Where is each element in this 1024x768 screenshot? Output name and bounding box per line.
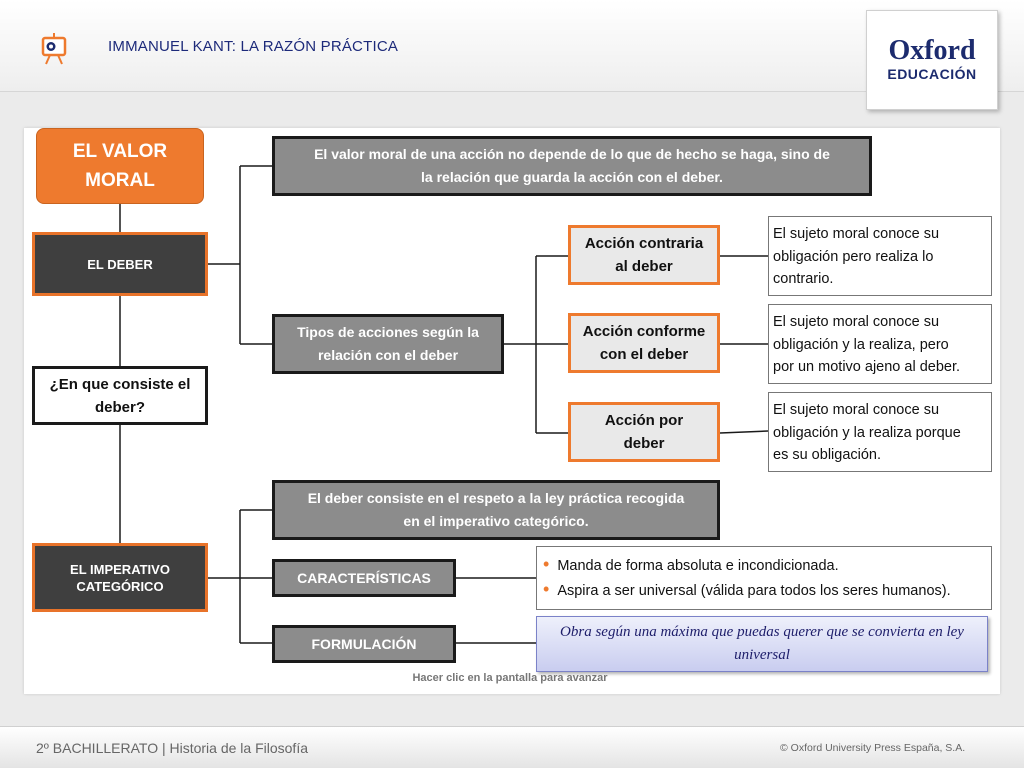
desc-por-deber-line2: obligación y la realiza porque [773,424,961,441]
desc-por-deber-line1: El sujeto moral conoce su [773,402,940,418]
desc-por-deber-line3: es su obligación. [773,447,882,463]
caracteristicas-list[interactable]: •Manda de forma absoluta e incondicionad… [536,546,992,610]
node-accion-contraria[interactable]: Acción contraria al deber [568,225,720,285]
accion-por-deber-line2: deber [623,435,665,452]
desc-accion-contraria[interactable]: El sujeto moral conoce su obligación per… [768,216,992,296]
node-valor-moral-line1: EL VALOR [72,141,168,162]
desc-contraria-line3: contrario. [773,271,834,287]
node-tipos-acciones[interactable]: Tipos de acciones según la relación con e… [272,314,504,374]
footer-copyright: © Oxford University Press España, S.A. [780,742,966,754]
desc-conforme-line3: por un motivo ajeno al deber. [773,359,961,375]
header-bar [0,0,1024,92]
node-el-deber[interactable]: EL DEBER [32,232,208,296]
list-item: •Aspira a ser universal (válida para tod… [543,578,951,599]
page-title: IMMANUEL KANT: LA RAZÓN PRÁCTICA [108,38,399,55]
oxford-logo: Oxford EDUCACIÓN [866,10,998,110]
accion-conforme-line2: con el deber [599,346,689,363]
formula-box[interactable]: Obra según una máxima que puedas querer … [536,616,988,672]
node-caracteristicas[interactable]: CARACTERÍSTICAS [272,559,456,597]
valor-description-line1: El valor moral de una acción no depende … [314,146,830,162]
node-accion-conforme[interactable]: Acción conforme con el deber [568,313,720,373]
desc-conforme-line1: El sujeto moral conoce su [773,314,940,330]
node-valor-description[interactable]: El valor moral de una acción no depende … [272,136,872,196]
node-respeto-ley[interactable]: El deber consiste en el respeto a la ley… [272,480,720,540]
node-pregunta-deber[interactable]: ¿En que consiste el deber? [32,366,208,425]
node-formulacion[interactable]: FORMULACIÓN [272,625,456,663]
bullet-icon: • [543,578,550,599]
node-accion-por-deber[interactable]: Acción por deber [568,402,720,462]
footer-bar [0,726,1024,768]
tipos-acciones-line1: Tipos de acciones según la [297,324,479,340]
tipos-acciones-line2: relación con el deber [317,347,459,363]
imperativo-line1: EL IMPERATIVO [70,561,170,577]
valor-description-line2: la relación que guarda la acción con el … [421,169,723,185]
desc-accion-conforme[interactable]: El sujeto moral conoce su obligación y l… [768,304,992,384]
pregunta-line1: ¿En que consiste el [49,375,191,393]
presentation-easel-icon [40,32,68,66]
bullet-icon: • [543,554,550,574]
formula-line1: Obra según una máxima que puedas querer … [560,624,964,640]
accion-contraria-line1: Acción contraria [584,235,704,252]
logo-text-oxford: Oxford [888,35,976,66]
list-item: •Manda de forma absoluta e incondicionad… [543,554,839,574]
caracteristicas-label: CARACTERÍSTICAS [297,569,431,586]
desc-contraria-line1: El sujeto moral conoce su [773,226,940,242]
node-valor-moral[interactable]: EL VALOR MORAL [36,128,204,204]
node-el-deber-label: EL DEBER [87,256,153,272]
node-valor-moral-line2: MORAL [85,170,155,191]
accion-contraria-line2: al deber [615,258,673,275]
desc-accion-por-deber[interactable]: El sujeto moral conoce su obligación y l… [768,392,992,472]
footer-course: 2º BACHILLERATO | Historia de la Filosof… [36,740,309,756]
respeto-line1: El deber consiste en el respeto a la ley… [307,490,685,506]
accion-por-deber-line1: Acción por [604,412,684,429]
respeto-line2: en el imperativo categórico. [403,513,589,529]
accion-conforme-line1: Acción conforme [582,323,706,340]
pregunta-line2: deber? [94,398,145,416]
desc-conforme-line2: obligación y la realiza, pero [773,336,949,353]
imperativo-line2: CATEGÓRICO [76,578,164,594]
logo-text-educacion: EDUCACIÓN [887,66,977,82]
desc-contraria-line2: obligación pero realiza lo [773,248,934,265]
advance-hint: Hacer clic en la pantalla para avanzar [412,672,608,684]
formulacion-label: FORMULACIÓN [311,635,417,652]
formula-line2: universal [734,647,790,663]
